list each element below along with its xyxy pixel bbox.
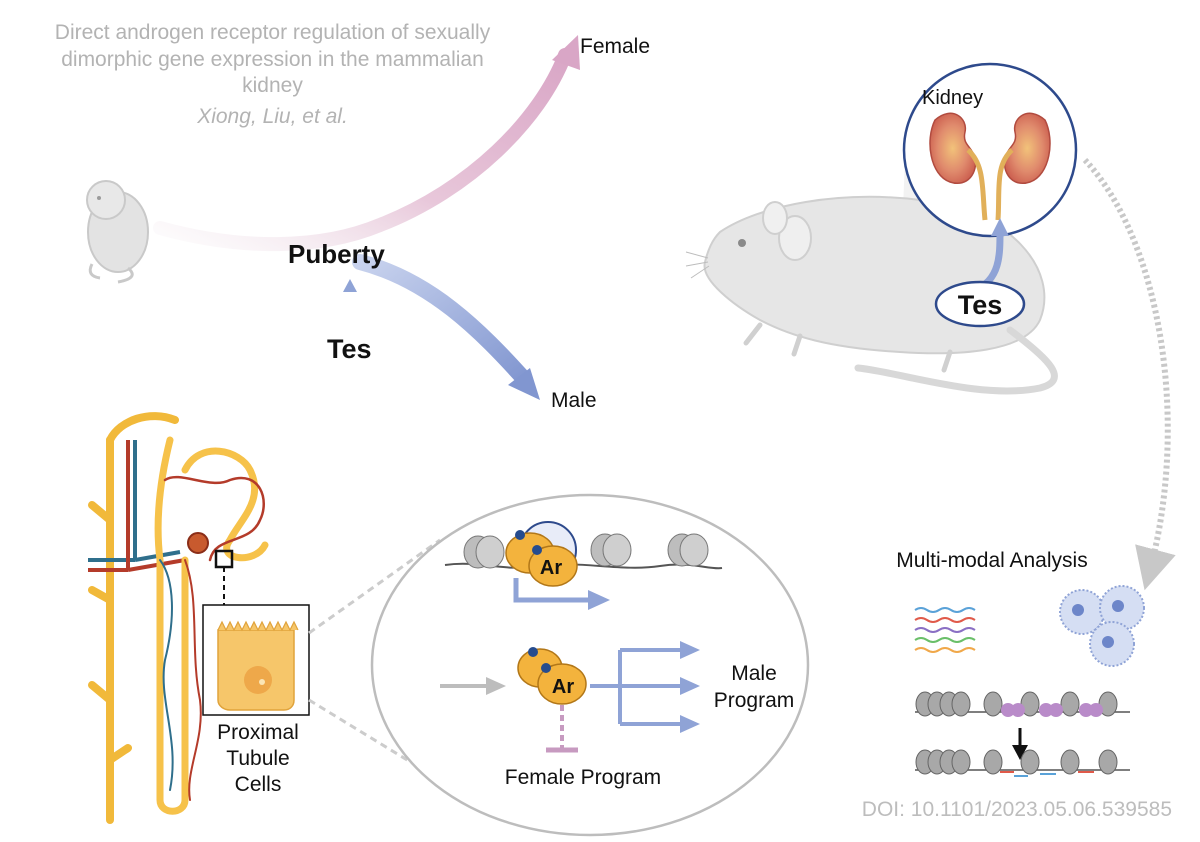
- female-program-label: Female Program: [505, 766, 661, 789]
- single-cells-icon: [1059, 585, 1145, 667]
- chromatin-accessibility-icon: [915, 691, 1130, 777]
- tes-to-kidney-arrowhead: [991, 218, 1009, 236]
- mouse-pup-icon: [86, 180, 149, 284]
- glomerulus-icon: [187, 532, 209, 554]
- figure-title: Direct androgen receptor regulation of s…: [54, 21, 491, 98]
- female-arrowhead: [552, 35, 580, 70]
- rna-transcripts-icon: [914, 607, 976, 653]
- figure-title-block: Direct androgen receptor regulation of s…: [40, 20, 505, 131]
- male-program-arrows: [590, 648, 682, 726]
- to-analysis-dashed-arrow: [1082, 157, 1176, 591]
- transcription-arrow: [513, 578, 590, 603]
- proximal-tubule-cell-icon: [217, 620, 299, 711]
- puberty-label: Puberty: [288, 239, 385, 269]
- trajectory-panel: Puberty Female Male Tes: [86, 35, 650, 412]
- male-trajectory-arrow: [352, 254, 533, 388]
- proximal-tubule-label-line1: Proximal: [217, 721, 299, 744]
- tes-arrowhead: [343, 279, 357, 292]
- mechanism-panel: Ar Ar Male Program Female Program: [370, 493, 810, 837]
- ar-label-bottom: Ar: [552, 676, 574, 698]
- nephron-panel: Proximal Tubule Cells: [88, 412, 441, 824]
- analysis-title: Multi-modal Analysis: [896, 549, 1087, 572]
- male-label: Male: [551, 389, 597, 412]
- nucleosome-icon: [463, 533, 709, 569]
- male-arrowhead: [508, 368, 540, 400]
- male-program-line2: Program: [714, 689, 795, 712]
- kidney-pair-icon: [929, 112, 1051, 221]
- tes-injection-badge: [934, 280, 1026, 328]
- tes-label-trajectory: Tes: [327, 334, 372, 364]
- androgen-receptor-top: [505, 530, 578, 587]
- mouse-panel: Kidney Tes: [685, 62, 1176, 591]
- nucleus-zoom-ellipse: [370, 493, 810, 837]
- proximal-tubule-label-line2: Tubule: [226, 747, 289, 770]
- collecting-duct: [88, 412, 179, 824]
- figure-authors: Xiong, Liu, et al.: [197, 104, 348, 128]
- nephron-tubule: [154, 436, 269, 815]
- ar-label-top: Ar: [540, 557, 562, 579]
- female-trajectory-arrow: [153, 48, 572, 252]
- kidney-zoom-circle: [902, 62, 1078, 238]
- female-label: Female: [580, 35, 650, 58]
- male-program-line1: Male: [731, 662, 777, 685]
- androgen-receptor-bottom: [517, 647, 587, 705]
- kidney-label: Kidney: [922, 87, 983, 109]
- analysis-panel: Multi-modal Analysis: [896, 549, 1145, 777]
- blood-vessels: [88, 440, 186, 572]
- proximal-tubule-label-line3: Cells: [235, 773, 282, 796]
- tes-label-mouse: Tes: [958, 290, 1003, 320]
- doi-footer: DOI: 10.1101/2023.05.06.539585: [861, 798, 1172, 821]
